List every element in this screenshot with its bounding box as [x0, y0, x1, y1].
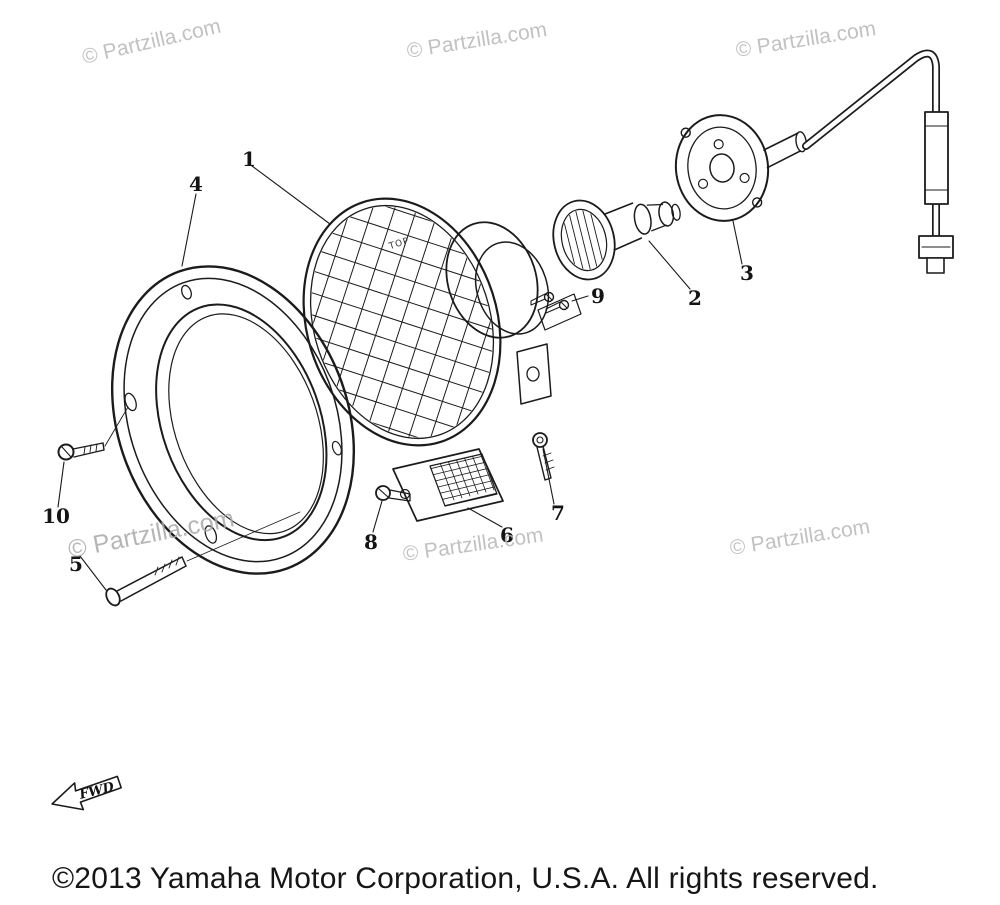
headlight-rim	[110, 265, 356, 575]
callout-10: 10	[42, 504, 70, 528]
callout-1: 1	[242, 147, 256, 171]
callout-6: 6	[500, 523, 514, 547]
callout-numbers: 1 2 3 4 5 6 7 8 9 10	[42, 147, 754, 576]
lens-top-marking: TOP	[387, 236, 411, 252]
leader-lines	[57, 165, 743, 591]
watermark: © Partzilla.com	[66, 504, 237, 564]
screw-7	[532, 432, 555, 481]
screw-10	[57, 406, 129, 461]
screw-pair-9	[530, 291, 582, 331]
callout-4: 4	[189, 172, 203, 196]
screw-8	[375, 485, 411, 502]
callout-5: 5	[69, 552, 83, 576]
socket-bracket	[674, 114, 807, 222]
callout-8: 8	[364, 530, 378, 554]
callout-9: 9	[591, 284, 605, 308]
callout-2: 2	[688, 286, 702, 310]
watermarks: © Partzilla.com © Partzilla.com © Partzi…	[66, 15, 878, 566]
watermark: © Partzilla.com	[80, 15, 223, 69]
fwd-label: FWD	[77, 780, 116, 803]
wire-harness	[802, 49, 954, 274]
watermark: © Partzilla.com	[405, 18, 548, 63]
watermark: © Partzilla.com	[728, 515, 871, 560]
watermark: © Partzilla.com	[401, 523, 544, 565]
bolt-5	[105, 511, 301, 607]
callout-3: 3	[740, 261, 754, 285]
callout-7: 7	[551, 501, 565, 525]
watermark: © Partzilla.com	[734, 17, 877, 62]
copyright-text: ©2013 Yamaha Motor Corporation, U.S.A. A…	[52, 862, 879, 895]
fwd-arrow	[51, 775, 122, 811]
bulb-unit	[552, 199, 681, 281]
wire-connector	[392, 448, 504, 522]
